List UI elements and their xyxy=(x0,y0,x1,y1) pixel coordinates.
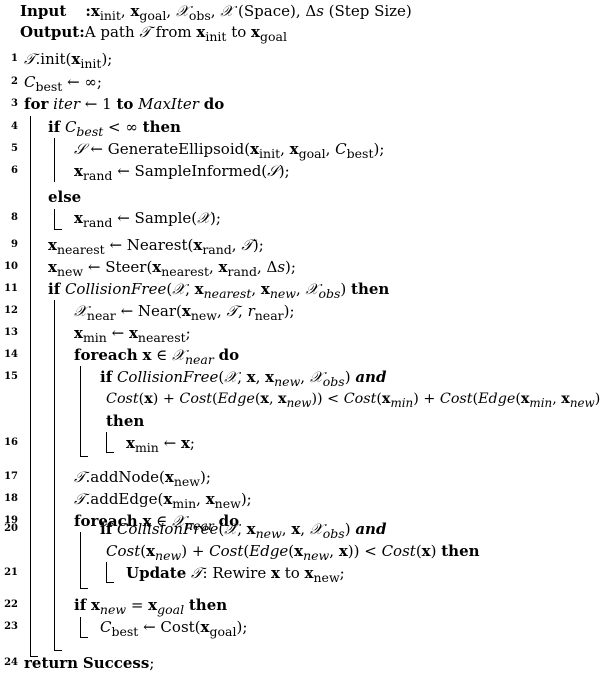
if-collision-end xyxy=(54,650,62,651)
line-number: 13 xyxy=(4,327,18,338)
algo-line: if CollisionFree(𝒳, xnew, x, 𝒳obs) and xyxy=(100,520,387,541)
algo-line: foreach x ∈ 𝒳near do xyxy=(74,346,240,367)
algo-line: Update 𝒯: Rewire x to xnew; xyxy=(126,564,345,585)
line-number: 16 xyxy=(4,437,18,448)
foreach-end xyxy=(80,456,88,457)
line-number: 11 xyxy=(4,283,18,294)
foreach2-bar xyxy=(80,532,81,588)
line-number: 23 xyxy=(4,621,18,632)
line-number: 6 xyxy=(11,165,18,176)
algo-line: xrand ← SampleInformed(𝒮); xyxy=(74,162,290,183)
output-text: A path 𝒯 from xinit to xgoal xyxy=(84,23,287,44)
algo-line: if Cbest < ∞ then xyxy=(48,118,181,139)
line-number: 4 xyxy=(11,121,18,132)
line-number: 2 xyxy=(11,76,18,87)
foreach2-end xyxy=(80,588,88,589)
algo-line-then: then xyxy=(106,412,145,430)
algo-line: if CollisionFree(𝒳, xnearest, xnew, 𝒳obs… xyxy=(48,280,390,301)
line-number: 17 xyxy=(4,471,18,482)
line-number: 9 xyxy=(11,239,18,250)
algo-line: xmin ← xnearest; xyxy=(74,324,191,345)
line-number: 18 xyxy=(4,493,18,504)
line-number: 14 xyxy=(4,349,18,360)
rewire-block-bar xyxy=(106,562,114,583)
line-number: 1 xyxy=(11,53,18,64)
algo-line: for iter ← 1 to MaxIter do xyxy=(24,95,225,113)
algo-line: 𝒯.init(xinit); xyxy=(24,50,113,71)
else-block-bar xyxy=(54,209,62,230)
line-number: 24 xyxy=(4,657,18,668)
foreach-bar xyxy=(80,366,81,456)
algo-line-cont: Cost(x) + Cost(Edge(x, xnew)) < Cost(xmi… xyxy=(106,391,601,410)
then-block-bar xyxy=(106,432,114,453)
line-number: 8 xyxy=(11,212,18,223)
algo-line: xmin ← x; xyxy=(126,434,195,455)
algo-line: foreach x ∈ 𝒳near do xyxy=(74,512,240,533)
for-block-bar xyxy=(30,116,31,656)
output-line: Output:A path 𝒯 from xinit to xgoal xyxy=(20,21,287,44)
algo-line: Cbest ← ∞; xyxy=(24,73,102,94)
line-number: 19 xyxy=(4,515,18,526)
if-collision-bar xyxy=(54,300,55,650)
algo-line: 𝒯.addNode(xnew); xyxy=(74,468,211,489)
goal-block-bar xyxy=(80,617,88,638)
line-number: 20 xyxy=(4,523,18,534)
algo-line: 𝒳near ← Near(xnew, 𝒯, rnear); xyxy=(74,302,295,323)
algo-line: xnew ← Steer(xnearest, xrand, Δs); xyxy=(48,258,296,279)
line-number: 22 xyxy=(4,599,18,610)
output-label: Output: xyxy=(20,23,85,41)
input-text: :xinit, xgoal, 𝒳obs, 𝒳 (Space), Δs (Step… xyxy=(85,2,412,23)
algo-line: if xnew = xgoal then xyxy=(74,596,228,617)
line-number: 15 xyxy=(4,371,18,382)
algo-line: 𝒯.addEdge(xmin, xnew); xyxy=(74,490,252,511)
algo-line-cont: Cost(xnew) + Cost(Edge(xnew, x)) < Cost(… xyxy=(106,542,480,563)
input-label: Input xyxy=(20,2,67,20)
algo-line-else: else xyxy=(48,188,82,206)
input-line: Input :xinit, xgoal, 𝒳obs, 𝒳 (Space), Δs… xyxy=(20,0,412,23)
line-number: 3 xyxy=(11,98,18,109)
line-number: 5 xyxy=(11,143,18,154)
line-number: 10 xyxy=(4,261,18,272)
algo-line: 𝒮 ← GenerateEllipsoid(xinit, xgoal, Cbes… xyxy=(74,140,385,161)
line-number: 21 xyxy=(4,567,18,578)
line-number: 12 xyxy=(4,305,18,316)
for-block-end xyxy=(30,656,38,657)
algo-line: return Success; xyxy=(24,654,155,672)
if-block-bar xyxy=(54,138,55,182)
algo-line: if CollisionFree(𝒳, x, xnew, 𝒳obs) and xyxy=(100,368,387,389)
algo-line: xrand ← Sample(𝒳); xyxy=(74,209,221,230)
algo-line: Cbest ← Cost(xgoal); xyxy=(100,618,248,639)
algo-line: xnearest ← Nearest(xrand, 𝒯); xyxy=(48,236,264,257)
